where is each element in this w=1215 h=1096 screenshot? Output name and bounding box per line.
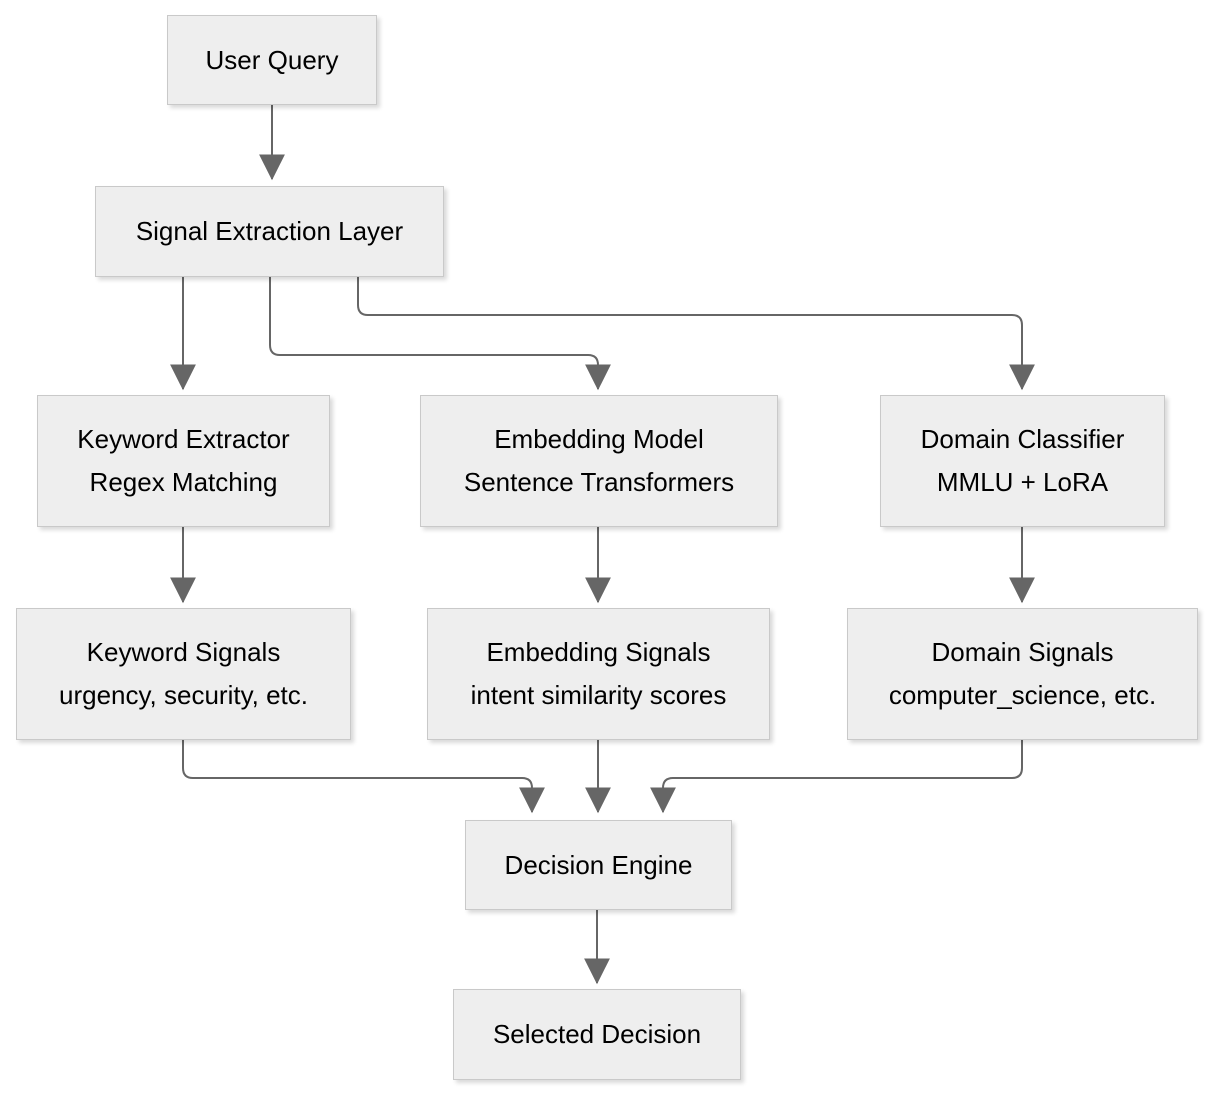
node-domain-signals: Domain Signals computer_science, etc. [847,608,1198,740]
node-subtitle: urgency, security, etc. [58,680,309,710]
node-label: User Query [205,44,339,75]
node-subtitle: intent similarity scores [470,680,727,710]
node-embedding-signals: Embedding Signals intent similarity scor… [427,608,770,740]
node-subtitle: computer_science, etc. [888,680,1157,710]
node-label: Signal Extraction Layer [135,216,404,246]
node-decision-engine: Decision Engine [465,820,732,910]
node-label: Decision Engine [504,849,693,880]
node-subtitle: Regex Matching [89,467,278,497]
node-embedding-model: Embedding Model Sentence Transformers [420,395,778,527]
node-keyword-extractor: Keyword Extractor Regex Matching [37,395,330,527]
node-title: Embedding Model [494,424,704,454]
edge-domain-signals-to-decision-engine [650,740,1023,814]
node-keyword-signals: Keyword Signals urgency, security, etc. [16,608,351,740]
node-domain-classifier: Domain Classifier MMLU + LoRA [880,395,1165,527]
node-selected-decision: Selected Decision [453,989,741,1080]
edge-signal-extraction-to-domain-classifier [357,277,1035,391]
node-user-query: User Query [167,15,377,105]
node-title: Keyword Extractor [77,424,290,454]
node-title: Domain Signals [931,637,1114,667]
node-subtitle: Sentence Transformers [463,467,735,497]
edge-signal-extraction-to-embedding-model [269,277,611,391]
edge-keyword-signals-to-decision-engine [182,740,545,814]
node-signal-extraction-layer: Signal Extraction Layer [95,186,444,277]
node-title: Embedding Signals [486,637,711,667]
node-title: Domain Classifier [920,424,1125,454]
node-label: Selected Decision [492,1019,702,1049]
node-title: Keyword Signals [86,637,281,667]
node-subtitle: MMLU + LoRA [936,467,1109,497]
